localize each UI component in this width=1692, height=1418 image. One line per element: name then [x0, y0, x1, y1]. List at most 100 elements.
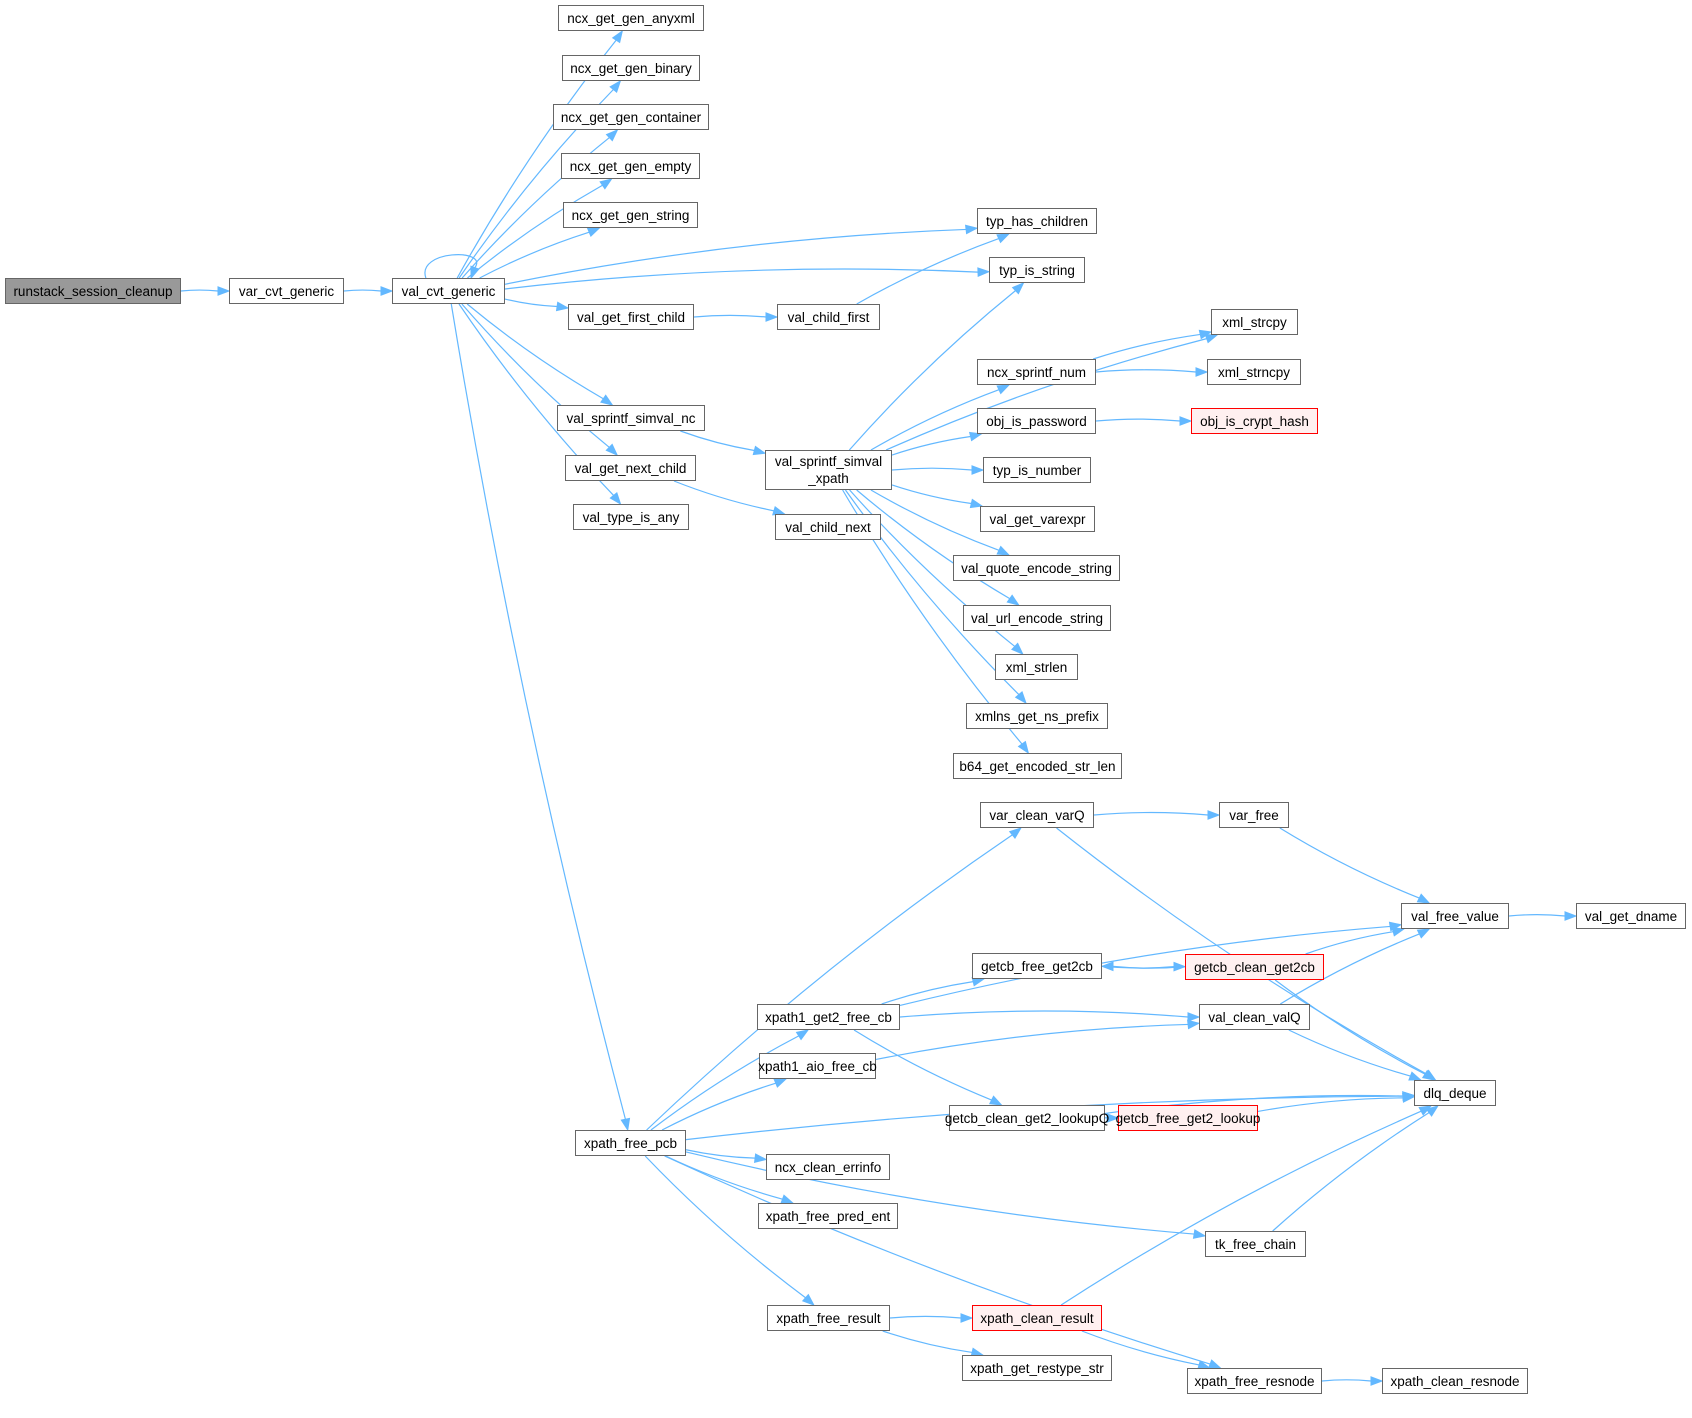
edge-val-get-first-child-to-val-child-first-arrowhead [765, 312, 779, 322]
node-val-quote-encode-string[interactable]: val_quote_encode_string [953, 555, 1120, 581]
node-var-cvt-generic[interactable]: var_cvt_generic [229, 278, 344, 304]
node-xpath-get-restype-str[interactable]: xpath_get_restype_str [962, 1355, 1112, 1381]
edge-val-cvt-generic-to-val-sprintf-simval-nc-arrowhead [600, 394, 614, 406]
node-val-clean-valQ[interactable]: val_clean_valQ [1199, 1004, 1310, 1030]
node-getcb-clean-get2-lookupQ[interactable]: getcb_clean_get2_lookupQ [945, 1105, 1109, 1131]
edge-xpath-clean-result-to-xpath-free-resnode [1081, 1330, 1200, 1366]
edge-obj-is-password-to-obj-is-crypt-hash-arrowhead [1179, 416, 1193, 426]
node-typ-is-string[interactable]: typ_is_string [989, 257, 1085, 283]
node-typ-has-children[interactable]: typ_has_children [977, 208, 1097, 234]
edge-val-cvt-generic-to-xpath-free-pcb [450, 303, 627, 1120]
edge-val-clean-valQ-to-val-free-value-arrowhead [1416, 928, 1431, 939]
edge-val-cvt-generic-to-ncx-get-gen-string [479, 231, 590, 279]
node-ncx-get-gen-container[interactable]: ncx_get_gen_container [553, 104, 709, 130]
node-getcb-free-get2cb[interactable]: getcb_free_get2cb [972, 953, 1102, 979]
edge-xpath-clean-result-to-dlq-deque [1060, 1110, 1422, 1306]
node-var-free[interactable]: var_free [1219, 802, 1289, 828]
node-var-clean-varQ[interactable]: var_clean_varQ [980, 802, 1094, 828]
node-val-cvt-generic[interactable]: val_cvt_generic [392, 278, 505, 304]
node-tk-free-chain[interactable]: tk_free_chain [1205, 1231, 1306, 1257]
node-xml-strncpy[interactable]: xml_strncpy [1207, 359, 1301, 385]
edge-tk-free-chain-to-dlq-deque [1272, 1112, 1430, 1232]
node-xpath-free-resnode[interactable]: xpath_free_resnode [1187, 1368, 1322, 1394]
edge-xpath-free-pcb-to-xpath-free-pred-ent [665, 1155, 783, 1200]
node-val-free-value[interactable]: val_free_value [1401, 903, 1509, 929]
node-ncx-get-gen-empty[interactable]: ncx_get_gen_empty [561, 153, 700, 179]
node-val-sprintf-simval-nc[interactable]: val_sprintf_simval_nc [557, 405, 705, 431]
node-val-sprintf-simval-xpath[interactable]: val_sprintf_simval _xpath [765, 450, 892, 490]
node-typ-is-number[interactable]: typ_is_number [983, 457, 1091, 483]
edge-val-child-first-to-typ-has-children [856, 238, 999, 305]
node-val-get-first-child[interactable]: val_get_first_child [568, 304, 694, 330]
edge-var-cvt-generic-to-val-cvt-generic [343, 289, 382, 292]
node-ncx-get-gen-binary[interactable]: ncx_get_gen_binary [562, 55, 700, 81]
edge-getcb-clean-get2-lookupQ-to-getcb-free-get2-lookup-arrowhead [1106, 1113, 1120, 1123]
node-val-get-next-child[interactable]: val_get_next_child [565, 455, 696, 481]
edge-xpath-free-pcb-to-var-clean-varQ [646, 834, 1013, 1131]
edge-val-cvt-generic-to-val-cvt-generic [424, 254, 478, 279]
edge-val-sprintf-simval-xpath-to-val-quote-encode-string-arrowhead [996, 545, 1011, 556]
node-getcb-free-get2-lookup[interactable]: getcb_free_get2_lookup [1116, 1105, 1260, 1131]
edge-val-sprintf-simval-xpath-to-val-url-encode-string-arrowhead [1006, 594, 1020, 606]
edge-val-cvt-generic-to-ncx-get-gen-binary-arrowhead [609, 79, 622, 94]
edge-ncx-sprintf-num-to-xml-strcpy [1092, 333, 1201, 360]
node-ncx-sprintf-num[interactable]: ncx_sprintf_num [977, 359, 1096, 385]
node-val-child-next[interactable]: val_child_next [775, 514, 881, 540]
node-val-get-varexpr[interactable]: val_get_varexpr [980, 506, 1095, 532]
edge-xpath-free-pcb-to-xpath-free-resnode [664, 1155, 1211, 1365]
node-val-url-encode-string[interactable]: val_url_encode_string [963, 605, 1111, 631]
edge-getcb-clean-get2cb-to-dlq-deque [1274, 979, 1426, 1075]
node-xml-strcpy[interactable]: xml_strcpy [1211, 309, 1298, 335]
edge-val-cvt-generic-to-val-get-first-child-arrowhead [555, 301, 570, 312]
node-obj-is-crypt-hash[interactable]: obj_is_crypt_hash [1191, 408, 1318, 434]
node-val-type-is-any[interactable]: val_type_is_any [573, 504, 689, 530]
node-runstack-session-cleanup: runstack_session_cleanup [5, 278, 181, 304]
edge-xpath-free-result-to-xpath-clean-result-arrowhead [960, 1313, 974, 1323]
node-xmlns-get-ns-prefix[interactable]: xmlns_get_ns_prefix [966, 703, 1108, 729]
edge-val-cvt-generic-to-val-type-is-any-arrowhead [609, 491, 622, 506]
node-xml-strlen[interactable]: xml_strlen [995, 654, 1078, 680]
edge-var-cvt-generic-to-val-cvt-generic-arrowhead [380, 286, 394, 296]
edge-xpath1-aio-free-cb-to-val-clean-valQ-arrowhead [1187, 1019, 1201, 1030]
node-obj-is-password[interactable]: obj_is_password [977, 408, 1096, 434]
node-xpath-free-pred-ent[interactable]: xpath_free_pred_ent [758, 1203, 898, 1229]
edge-xpath-free-pcb-to-ncx-clean-errinfo-arrowhead [753, 1153, 768, 1163]
edge-runstack-session-cleanup-to-var-cvt-generic-arrowhead [217, 286, 231, 296]
node-getcb-clean-get2cb[interactable]: getcb_clean_get2cb [1185, 954, 1324, 980]
node-xpath-clean-resnode[interactable]: xpath_clean_resnode [1382, 1368, 1528, 1394]
edge-obj-is-password-to-obj-is-crypt-hash [1095, 418, 1181, 422]
edge-val-sprintf-simval-xpath-to-val-url-encode-string [856, 489, 1011, 600]
node-val-child-first[interactable]: val_child_first [777, 304, 880, 330]
edge-val-sprintf-simval-xpath-to-typ-is-string [848, 290, 1016, 451]
edge-val-cvt-generic-to-val-sprintf-simval-nc [466, 303, 604, 400]
edge-ncx-sprintf-num-to-xml-strncpy-arrowhead [1195, 367, 1209, 377]
node-xpath1-get2-free-cb[interactable]: xpath1_get2_free_cb [757, 1004, 900, 1030]
node-ncx-get-gen-string[interactable]: ncx_get_gen_string [563, 202, 698, 228]
edge-var-clean-varQ-to-var-free [1093, 811, 1209, 816]
edge-val-cvt-generic-to-val-get-next-child [461, 303, 610, 448]
edge-var-clean-varQ-to-var-free-arrowhead [1207, 810, 1221, 820]
node-b64-get-encoded-str-len[interactable]: b64_get_encoded_str_len [953, 753, 1122, 779]
edge-val-get-next-child-to-val-child-next [673, 480, 775, 512]
edge-runstack-session-cleanup-to-var-cvt-generic [180, 289, 219, 292]
node-ncx-clean-errinfo[interactable]: ncx_clean_errinfo [766, 1154, 890, 1180]
edge-var-free-to-val-free-value [1279, 827, 1420, 899]
edge-xpath-free-pcb-to-xpath1-get2-free-cb-arrowhead [795, 1029, 810, 1041]
node-dlq-deque[interactable]: dlq_deque [1414, 1080, 1496, 1106]
edge-val-child-first-to-typ-has-children-arrowhead [996, 233, 1011, 244]
edge-val-cvt-generic-to-ncx-get-gen-anyxml-arrowhead [611, 29, 624, 44]
node-xpath-clean-result[interactable]: xpath_clean_result [972, 1305, 1102, 1331]
edge-val-sprintf-simval-xpath-to-val-get-varexpr [891, 484, 972, 505]
edge-val-cvt-generic-to-val-get-next-child-arrowhead [605, 443, 619, 456]
edge-ncx-sprintf-num-to-xml-strcpy-arrowhead [1198, 329, 1213, 340]
node-xpath1-aio-free-cb[interactable]: xpath1_aio_free_cb [758, 1053, 877, 1079]
node-xpath-free-result[interactable]: xpath_free_result [767, 1305, 890, 1331]
node-ncx-get-gen-anyxml[interactable]: ncx_get_gen_anyxml [558, 5, 704, 31]
edge-getcb-clean-get2cb-to-val-free-value [1305, 931, 1394, 955]
edge-xpath-free-pcb-to-xpath1-aio-free-cb [661, 1082, 776, 1131]
edge-xpath-free-pcb-to-xpath-free-result-arrowhead [801, 1293, 815, 1306]
node-val-get-dname[interactable]: val_get_dname [1576, 903, 1686, 929]
edge-xpath-free-pcb-to-var-clean-varQ-arrowhead [1008, 827, 1022, 840]
node-xpath-free-pcb[interactable]: xpath_free_pcb [575, 1130, 686, 1156]
edge-xpath1-get2-free-cb-to-val-free-value [899, 925, 1391, 1007]
